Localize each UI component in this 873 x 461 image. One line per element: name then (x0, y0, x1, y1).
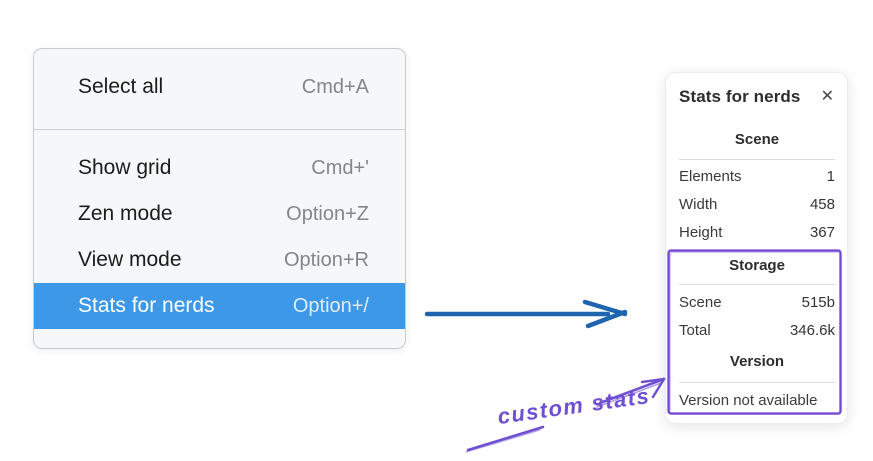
section-heading-version: Version (729, 353, 785, 370)
menu-item-shortcut: Cmd+' (311, 156, 369, 179)
menu-item-stats-for-nerds[interactable]: Stats for nerds Option+/ (34, 283, 405, 329)
close-icon[interactable]: ✕ (820, 88, 834, 105)
scene-rows: Elements 1 Width 458 Height 367 (679, 162, 835, 246)
storage-rows: Scene 515b Total 346.6k (679, 288, 835, 344)
menu-item-zen-mode[interactable]: Zen mode Option+Z (34, 191, 405, 237)
menu-item-label: Select all (78, 75, 164, 98)
menu-divider (34, 129, 405, 130)
menu-item-shortcut: Cmd+A (301, 75, 369, 98)
section-divider (679, 382, 835, 383)
menu-item-label: View mode (78, 248, 182, 271)
stat-value: 458 (809, 195, 835, 213)
annotation-arrow-icon (465, 377, 666, 453)
stat-label: Elements (679, 167, 742, 185)
arrow-right-icon (424, 299, 628, 329)
stats-panel-header: Stats for nerds ✕ (679, 87, 835, 109)
stats-panel: Stats for nerds ✕ Scene Elements 1 Width… (665, 72, 848, 424)
stat-label: Total (679, 321, 711, 339)
section-divider (679, 159, 835, 160)
panel-title: Stats for nerds (679, 87, 801, 106)
menu-item-show-grid[interactable]: Show grid Cmd+' (34, 145, 405, 191)
menu-item-view-mode[interactable]: View mode Option+R (34, 237, 405, 283)
stat-value: 346.6k (789, 321, 835, 339)
stat-row-width: Width 458 (679, 190, 835, 218)
menu-item-select-all[interactable]: Select all Cmd+A (34, 64, 405, 110)
menu-item-shortcut: Option+R (283, 248, 369, 271)
stat-value: 515b (801, 293, 835, 311)
section-heading-storage: Storage (729, 257, 785, 274)
stat-label: Height (679, 223, 723, 241)
section-heading-scene: Scene (734, 131, 780, 148)
annotation-label: custom stats (495, 382, 652, 430)
stat-row-elements: Elements 1 (679, 162, 835, 190)
stat-value: 1 (826, 167, 835, 185)
version-note: Version not available (679, 391, 818, 409)
stat-row-total-size: Total 346.6k (679, 316, 835, 344)
stat-value: 367 (809, 223, 835, 241)
stat-row-scene-size: Scene 515b (679, 288, 835, 316)
menu-item-shortcut: Option+/ (292, 294, 369, 317)
stat-label: Scene (679, 293, 722, 311)
menu-item-label: Zen mode (78, 202, 173, 225)
menu-item-label: Stats for nerds (78, 294, 215, 317)
stat-label: Width (679, 195, 718, 213)
context-menu: Select all Cmd+A Show grid Cmd+' Zen mod… (33, 48, 406, 349)
menu-item-label: Show grid (78, 156, 172, 179)
menu-item-shortcut: Option+Z (286, 202, 369, 225)
stat-row-height: Height 367 (679, 218, 835, 246)
section-divider (679, 284, 835, 285)
